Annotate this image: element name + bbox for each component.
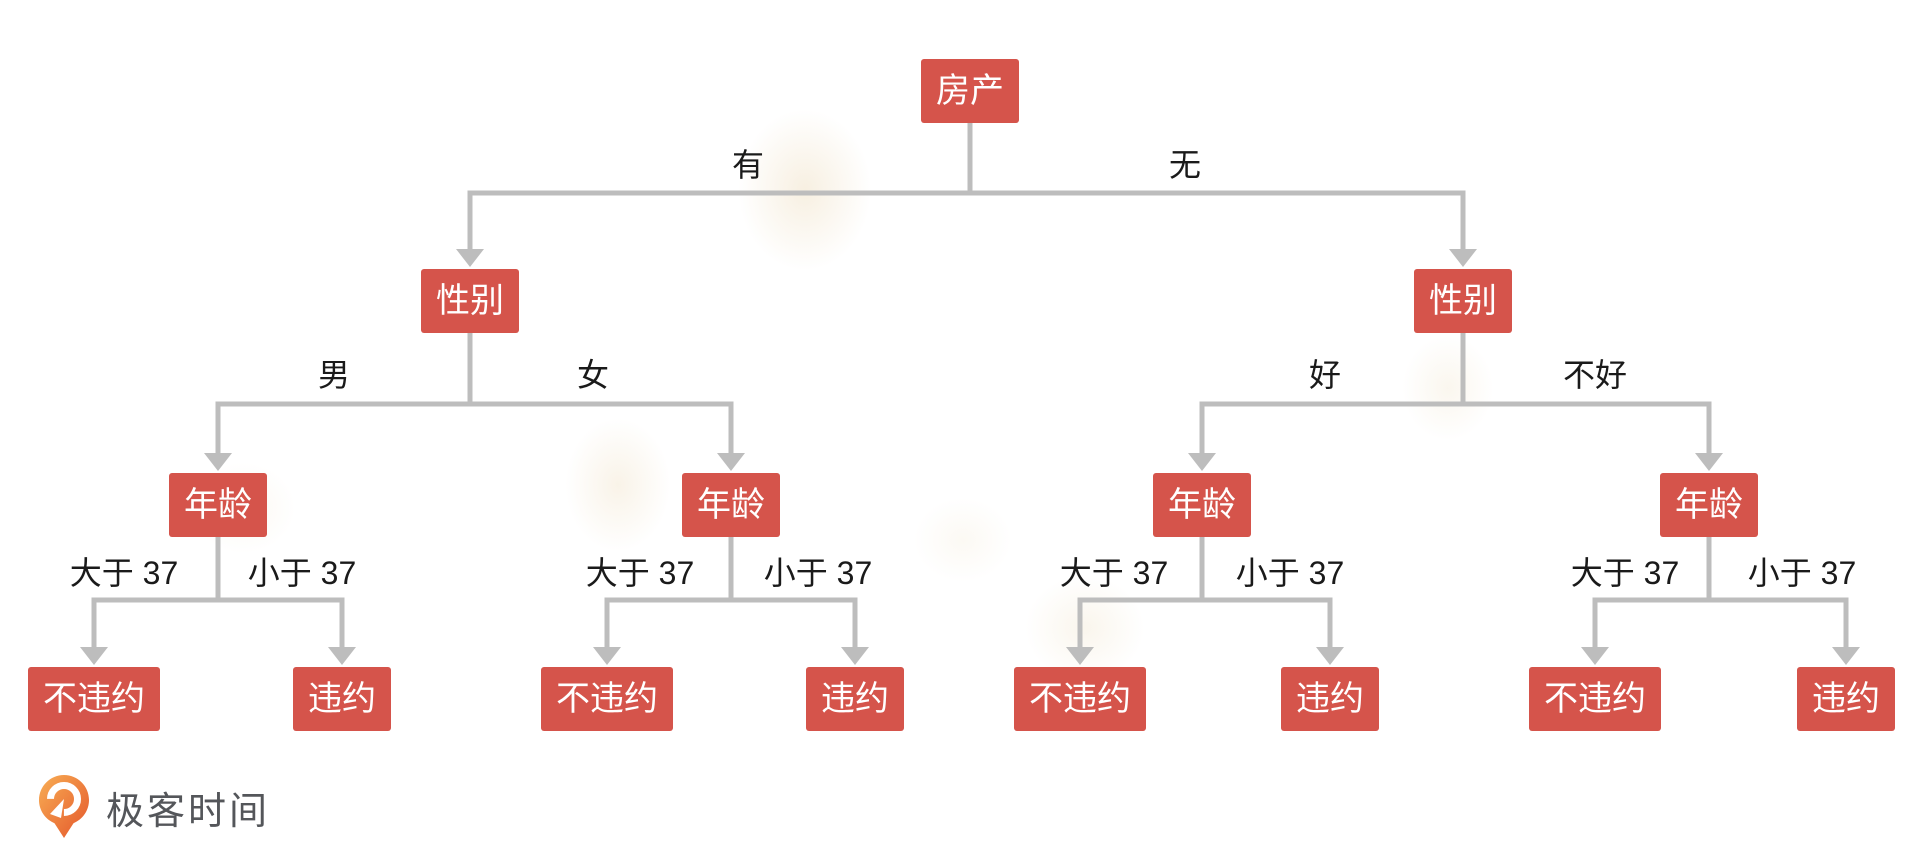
brand-footer: 极客时间 [38,774,270,840]
edge-label-gt37-1: 大于 37 [69,555,179,591]
edge-label-female: 女 [576,357,610,393]
node-age-1: 年龄 [169,473,267,537]
node-root-property: 房产 [921,59,1019,123]
node-leaf-default-4: 违约 [1797,667,1895,731]
edge-label-good: 好 [1308,357,1342,393]
node-gender-left: 性别 [421,269,519,333]
edge-label-not-good: 不好 [1562,357,1628,393]
edge-label-gt37-4: 大于 37 [1570,555,1680,591]
node-age-2: 年龄 [682,473,780,537]
node-age-3: 年龄 [1153,473,1251,537]
edge-label-has-property: 有 [731,147,765,183]
edge-label-gt37-2: 大于 37 [585,555,695,591]
node-leaf-no-default-4: 不违约 [1529,667,1661,731]
edge-label-no-property: 无 [1168,147,1202,183]
node-leaf-default-2: 违约 [806,667,904,731]
edge-label-lt37-1: 小于 37 [247,555,357,591]
node-leaf-no-default-1: 不违约 [28,667,160,731]
edge-label-lt37-4: 小于 37 [1747,555,1857,591]
edge-label-gt37-3: 大于 37 [1059,555,1169,591]
node-leaf-no-default-3: 不违约 [1014,667,1146,731]
node-age-4: 年龄 [1660,473,1758,537]
brand-name: 极客时间 [106,790,271,833]
geektime-logo-icon [38,774,90,840]
node-gender-right: 性别 [1414,269,1512,333]
edge-label-male: 男 [317,357,351,393]
connector-lines [91,123,1849,649]
edge-label-lt37-2: 小于 37 [763,555,873,591]
node-leaf-no-default-2: 不违约 [541,667,673,731]
node-leaf-default-1: 违约 [293,667,391,731]
node-leaf-default-3: 违约 [1281,667,1379,731]
edge-label-lt37-3: 小于 37 [1235,555,1345,591]
